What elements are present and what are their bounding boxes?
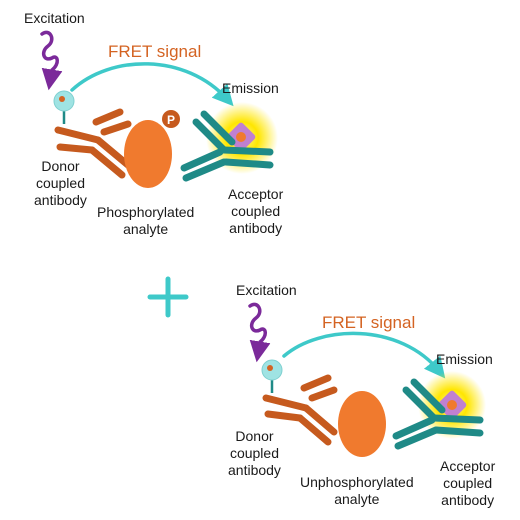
analyte-label-line-1: Unphosphorylated (300, 474, 414, 490)
phospho-label: P (167, 113, 175, 127)
analyte-icon (338, 391, 386, 457)
donor-label-line-1: Donor (41, 158, 80, 174)
panel-2 (248, 302, 486, 457)
donor-fluorophore-icon (261, 359, 283, 393)
excitation-wave-icon (248, 302, 271, 363)
fret-arrow-icon (282, 331, 446, 379)
acceptor-fluorophore-icon (437, 390, 467, 420)
donor-label-line-2: coupled (229, 445, 279, 461)
fret-signal-label: FRET signal (108, 42, 202, 61)
excitation-label: Excitation (24, 10, 85, 26)
acceptor-label-line-1: Acceptor (440, 458, 496, 474)
donor-antibody-label: Donor coupled antibody (228, 428, 281, 479)
phospho-icon: P (162, 110, 180, 128)
analyte-label-line-2: analyte (123, 221, 169, 237)
acceptor-antibody-label: Acceptor coupled antibody (440, 458, 495, 509)
acceptor-antibody-label: Acceptor coupled antibody (228, 186, 283, 237)
fret-arrow-icon (70, 62, 234, 107)
acceptor-label-line-3: antibody (441, 492, 495, 508)
analyte-icon (124, 120, 172, 188)
analyte-label: Unphosphorylated analyte (300, 474, 414, 508)
donor-label-line-2: coupled (35, 175, 85, 191)
emission-label: Emission (222, 80, 279, 96)
excitation-wave-icon (40, 30, 63, 91)
donor-antibody-label: Donor coupled antibody (34, 158, 87, 209)
acceptor-label-line-1: Acceptor (228, 186, 284, 202)
acceptor-label-line-3: antibody (229, 220, 283, 236)
donor-fluorophore-icon (53, 90, 75, 124)
fret-signal-label: FRET signal (322, 313, 416, 332)
acceptor-antibody-icon (180, 110, 274, 182)
analyte-label-line-2: analyte (334, 491, 380, 507)
analyte-label-line-1: Phosphorylated (97, 204, 195, 220)
acceptor-label-line-2: coupled (443, 475, 493, 491)
donor-label-line-1: Donor (235, 428, 274, 444)
acceptor-label-line-2: coupled (231, 203, 281, 219)
panel-1: P (40, 30, 278, 188)
plus-icon (147, 276, 189, 318)
donor-antibody-icon (54, 108, 132, 179)
donor-label-line-3: antibody (228, 462, 281, 478)
excitation-label: Excitation (236, 282, 297, 298)
donor-label-line-3: antibody (34, 192, 87, 208)
acceptor-antibody-icon (392, 378, 484, 450)
donor-antibody-icon (262, 374, 338, 446)
analyte-label: Phosphorylated analyte (97, 204, 194, 238)
emission-label: Emission (436, 351, 493, 367)
